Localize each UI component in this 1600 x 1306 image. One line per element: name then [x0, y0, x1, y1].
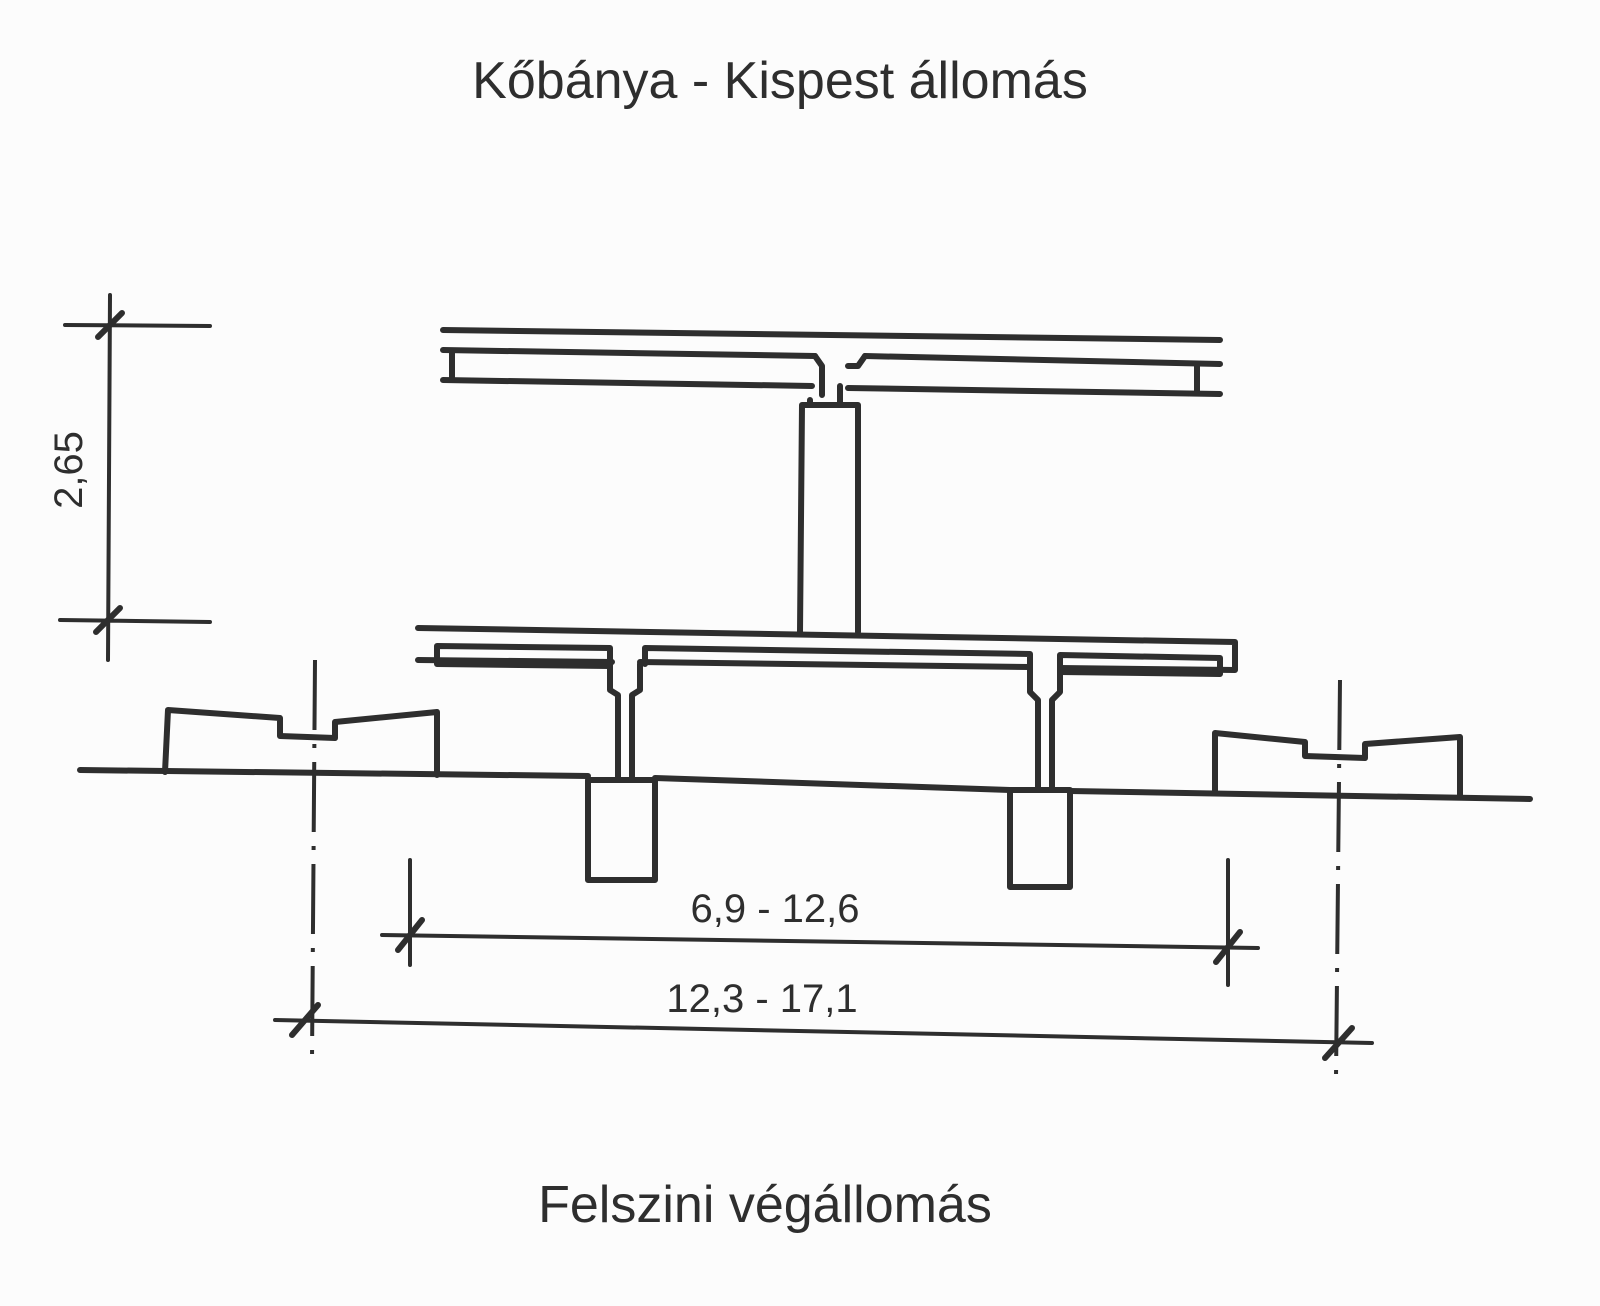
dimension-track-spacing: 12,3 - 17,1 [273, 977, 1374, 1061]
caption: Felszini végállomás [538, 1176, 992, 1234]
ground-line [77, 767, 1533, 802]
column [797, 402, 861, 635]
dimension-platform: 6,9 - 12,6 [380, 858, 1260, 987]
track-left [162, 707, 440, 778]
height-label: 2,65 [47, 431, 91, 509]
title: Kőbánya - Kispest állomás [472, 52, 1088, 110]
canopy [440, 327, 1223, 408]
track-axis-left [310, 659, 317, 1061]
platform [415, 625, 1238, 890]
dimension-height: 2,65 [47, 293, 212, 662]
footing-right [1007, 787, 1073, 890]
footing-left [585, 777, 658, 883]
track-right [1212, 730, 1463, 799]
track-spacing-label: 12,3 - 17,1 [666, 977, 857, 1021]
platform-width-label: 6,9 - 12,6 [690, 887, 859, 931]
track-axis-right [1334, 679, 1342, 1079]
